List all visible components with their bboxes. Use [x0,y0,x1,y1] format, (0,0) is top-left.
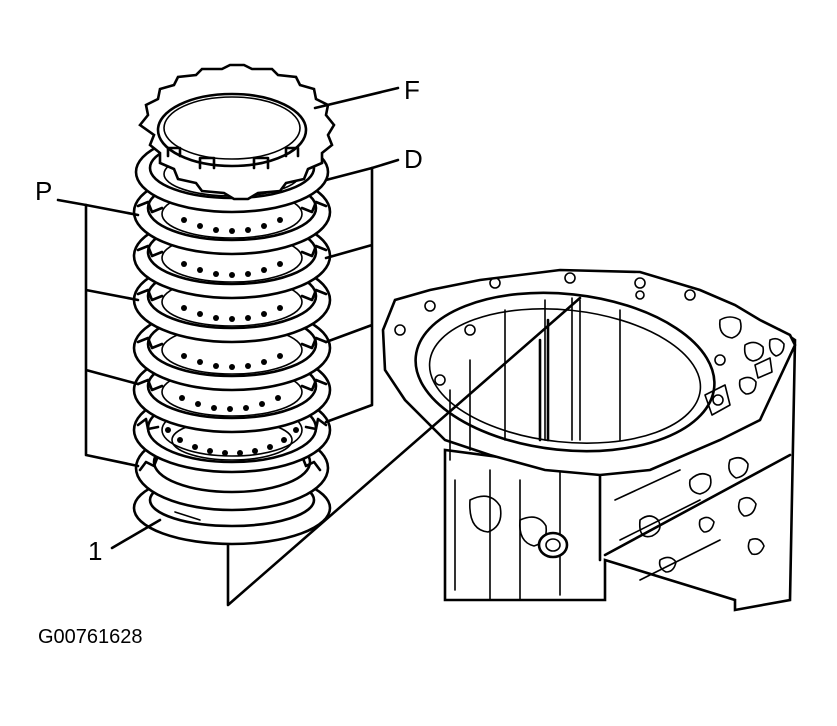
transmission-case [381,268,797,612]
clutch-plates [132,63,336,512]
bracket-lines [56,86,582,607]
clutch-pack [132,63,336,546]
callout-f: F [404,75,420,105]
callout-d: D [404,144,423,174]
figure-id: G00761628 [38,626,143,648]
callout-p: P [35,176,52,206]
callout-1: 1 [88,536,102,566]
flange-bolt-holes [394,272,726,406]
